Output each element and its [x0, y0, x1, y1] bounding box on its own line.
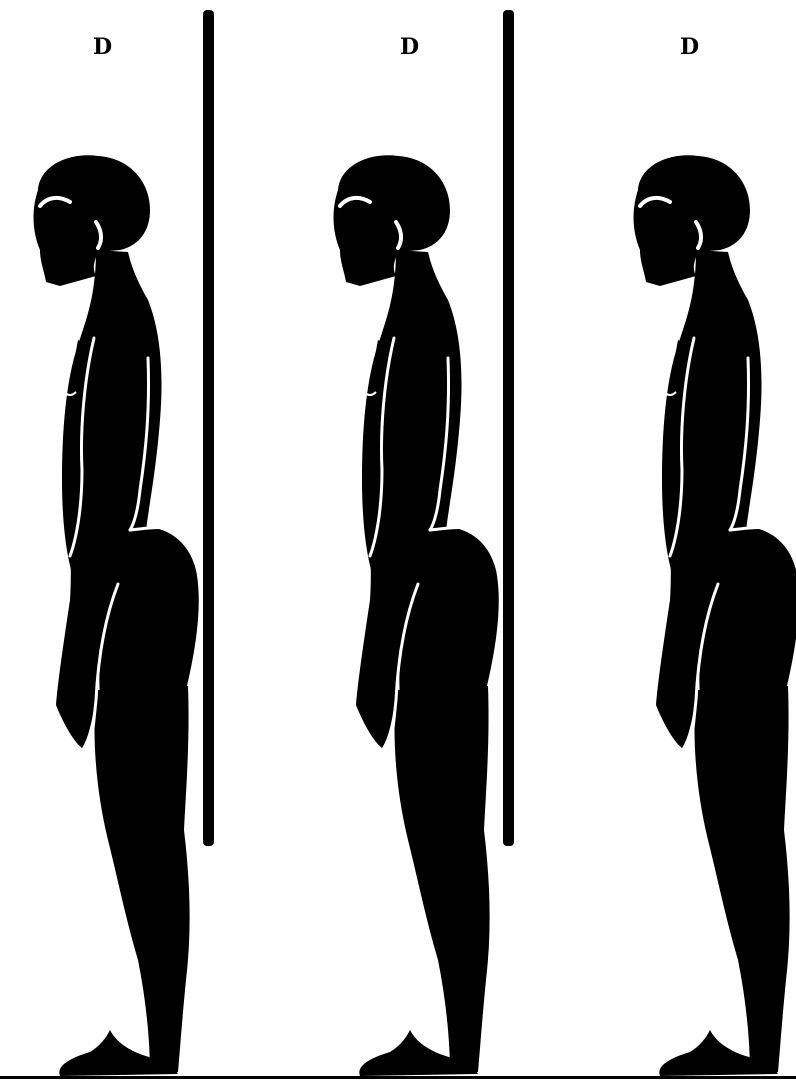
ground-line — [0, 1076, 796, 1079]
person-silhouette — [0, 0, 260, 1082]
posture-figure-3: D — [600, 0, 796, 1082]
posture-figure-1: D — [0, 0, 260, 1082]
person-silhouette — [300, 0, 560, 1082]
posture-figure-2: D — [300, 0, 560, 1082]
person-silhouette — [600, 0, 796, 1082]
